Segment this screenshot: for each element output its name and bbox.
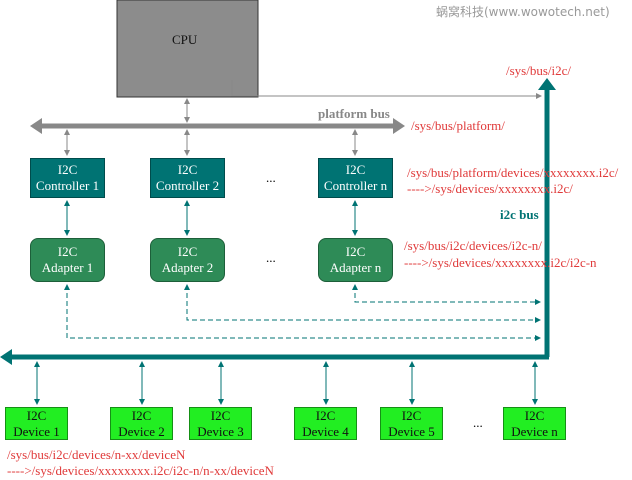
cpu-box	[116, 0, 259, 98]
i2c-bus-path: /sys/bus/i2c/	[506, 63, 572, 78]
i2c-bus-label: i2c bus	[500, 207, 539, 222]
device-ellipsis: ...	[473, 415, 483, 430]
adapter-path-2: ---->/sys/devices/xxxxxxxx.i2c/i2c-n	[404, 255, 597, 270]
cpu-i2c-link	[231, 80, 542, 99]
bus-device-links	[34, 361, 538, 405]
platform-bus-label: platform bus	[318, 106, 390, 121]
controller-path-1: /sys/bus/platform/devices/xxxxxxxx.i2c/	[407, 165, 619, 180]
adapter-path-1: /sys/bus/i2c/devices/i2c-n/	[404, 238, 542, 253]
controller-path-2: ---->/sys/devices/xxxxxxxx.i2c/	[407, 181, 573, 196]
controller-ellipsis: ...	[266, 170, 276, 185]
adapter-bus-dashed-links	[64, 284, 541, 341]
watermark: 蜗窝科技(www.wowotech.net)	[436, 5, 610, 19]
device-path-2: ---->/sys/devices/xxxxxxxx.i2c/i2c-n/n-x…	[7, 463, 274, 478]
platform-bus-path: /sys/bus/platform/	[411, 118, 505, 133]
device-path-1: /sys/bus/i2c/devices/n-xx/deviceN	[7, 447, 186, 462]
bus-controller-links	[64, 129, 358, 156]
cpu-label: CPU	[172, 32, 198, 47]
adapter-ellipsis: ...	[266, 250, 276, 265]
i2c-bus	[0, 78, 556, 365]
controller-adapter-links	[64, 200, 358, 236]
